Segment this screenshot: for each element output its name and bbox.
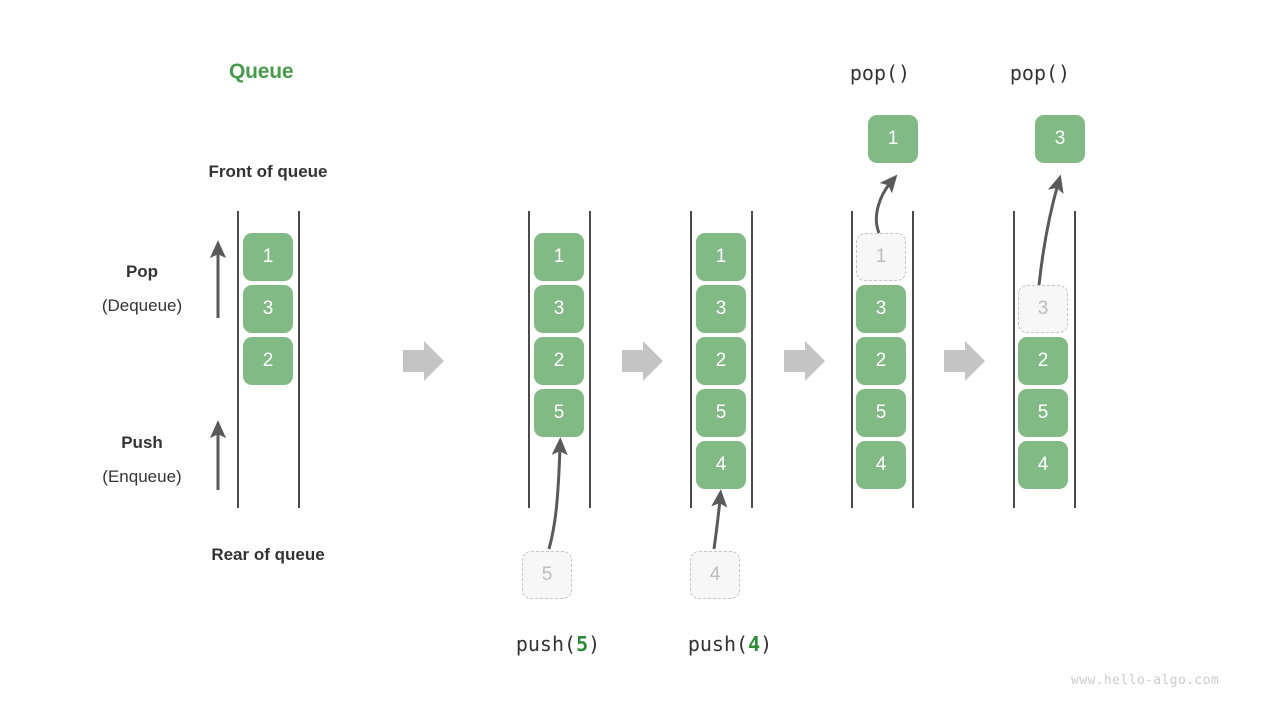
queue-cell: 2 — [696, 337, 746, 385]
removed-element-ghost: 1 — [856, 233, 906, 281]
pop-sublabel: (Dequeue) — [101, 296, 183, 315]
queue-rail-right — [912, 211, 914, 508]
removed-element-ghost: 3 — [1018, 285, 1068, 333]
queue-cell: 5 — [534, 389, 584, 437]
popped-element: 1 — [868, 115, 918, 163]
queue-rail-right — [589, 211, 591, 508]
queue-rail-right — [1074, 211, 1076, 508]
queue-cell: 1 — [243, 233, 293, 281]
pop-3-remove-arrow — [1037, 174, 1064, 286]
queue-cell: 4 — [696, 441, 746, 489]
queue-cell: 5 — [696, 389, 746, 437]
push-call-arg-2: 4 — [748, 632, 761, 656]
push-5-insert-arrow — [547, 437, 568, 550]
pop-label: Pop — [125, 262, 159, 281]
transition-arrow — [784, 341, 825, 381]
rear-of-queue-label: Rear of queue — [211, 545, 325, 564]
queue-cell: 3 — [534, 285, 584, 333]
queue-cell: 5 — [856, 389, 906, 437]
pop-call-text-2: pop() — [1009, 61, 1071, 85]
queue-cell: 2 — [243, 337, 293, 385]
queue-cell: 2 — [534, 337, 584, 385]
push-call-prefix-2: push( — [687, 632, 749, 656]
push-call-label-2: push(4) — [670, 632, 790, 656]
pop-call-label-2: pop() — [980, 61, 1100, 85]
page-title: Queue — [229, 60, 294, 83]
push-call-suffix-1: ) — [588, 632, 601, 656]
push-call-arg-1: 5 — [576, 632, 589, 656]
transition-arrow — [403, 341, 444, 381]
push-sublabel: (Enqueue) — [102, 467, 182, 486]
pop-1-remove-arrow — [874, 174, 898, 234]
push-call-suffix-2: ) — [760, 632, 773, 656]
queue-cell: 3 — [243, 285, 293, 333]
pop-call-label-1: pop() — [820, 61, 940, 85]
queue-rail-left — [851, 211, 853, 508]
queue-rail-right — [298, 211, 300, 508]
queue-cell: 5 — [1018, 389, 1068, 437]
push-4-insert-arrow — [711, 489, 728, 550]
watermark: www.hello-algo.com — [1071, 673, 1220, 688]
push-label: Push — [121, 433, 163, 452]
popped-element: 3 — [1035, 115, 1085, 163]
queue-rail-right — [751, 211, 753, 508]
transition-arrow — [944, 341, 985, 381]
incoming-element-ghost: 4 — [690, 551, 740, 599]
queue-rail-left — [237, 211, 239, 508]
queue-cell: 3 — [696, 285, 746, 333]
queue-cell: 2 — [1018, 337, 1068, 385]
push-call-prefix-1: push( — [515, 632, 577, 656]
queue-cell: 1 — [534, 233, 584, 281]
transition-arrow — [622, 341, 663, 381]
queue-cell: 4 — [1018, 441, 1068, 489]
queue-rail-left — [1013, 211, 1015, 508]
queue-cell: 2 — [856, 337, 906, 385]
queue-cell: 3 — [856, 285, 906, 333]
push-call-label-1: push(5) — [498, 632, 618, 656]
front-of-queue-label: Front of queue — [208, 162, 328, 181]
incoming-element-ghost: 5 — [522, 551, 572, 599]
queue-rail-left — [690, 211, 692, 508]
queue-cell: 1 — [696, 233, 746, 281]
queue-rail-left — [528, 211, 530, 508]
pop-call-text-1: pop() — [849, 61, 911, 85]
queue-cell: 4 — [856, 441, 906, 489]
